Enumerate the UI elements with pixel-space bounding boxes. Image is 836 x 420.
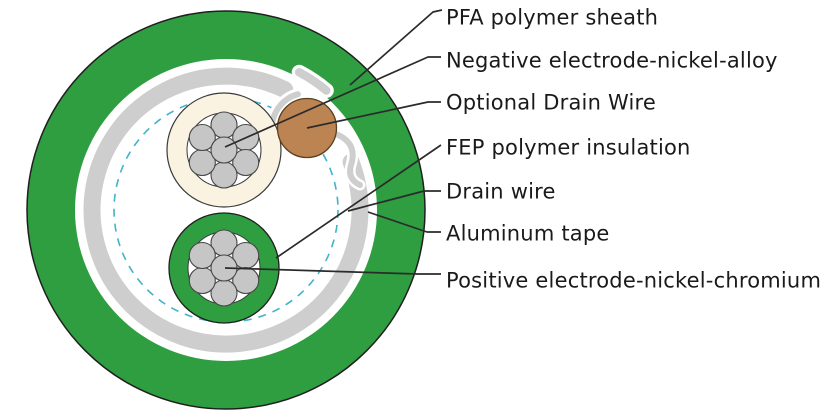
leader-line-drain-wire [347,190,441,212]
wire-strand [188,123,216,152]
leader-line-positive-electrode [224,267,441,275]
label-negative-electrode: Negative electrode-nickel-alloy [446,48,778,73]
leader-line-aluminum-tape [367,211,441,233]
aluminum-tape-ring [83,67,369,353]
positive-conductor [168,212,280,324]
label-fep-insulation: FEP polymer insulation [446,135,691,160]
positive-electrode-strands [188,229,260,307]
leader-line-optional-drain-wire [306,101,441,129]
negative-conductor [166,92,282,208]
wire-strand [232,148,260,177]
tape-seam-end [294,68,331,95]
label-optional-drain-wire: Optional Drain Wire [446,90,656,115]
tape-curl-right [333,131,363,188]
label-aluminum-tape: Aluminum tape [446,221,610,246]
label-drain-wire: Drain wire [446,179,556,204]
leader-line-pfa-sheath [349,9,443,86]
label-positive-electrode: Positive electrode-nickel-chromium [446,268,822,293]
wire-strand [188,241,216,270]
optional-drain-wire [276,97,338,159]
wire-strand [232,266,260,295]
label-pfa-sheath: PFA polymer sheath [446,5,659,30]
leader-line-negative-electrode [224,56,441,148]
wire-strand [210,136,238,164]
leader-line-fep-insulation [275,144,442,259]
